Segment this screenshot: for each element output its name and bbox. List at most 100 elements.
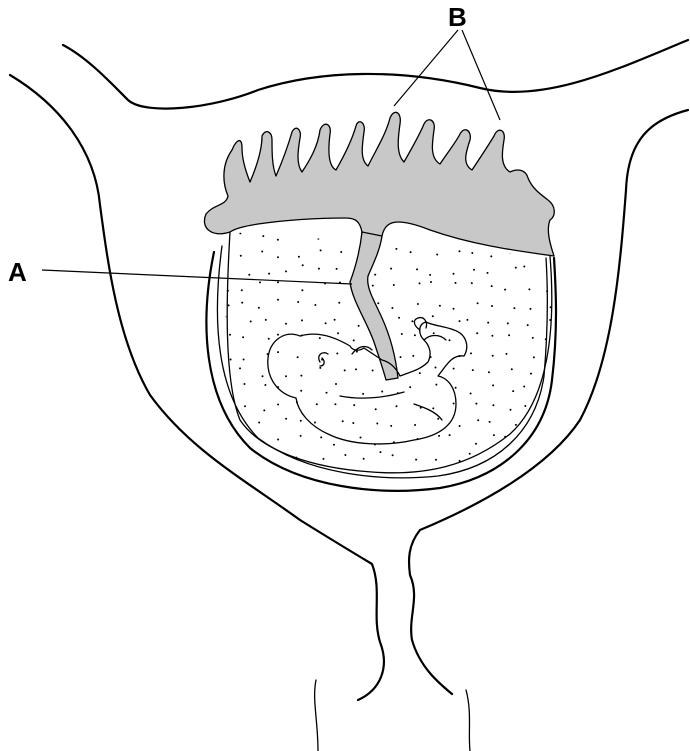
fluid-dot — [432, 315, 434, 317]
fluid-dot — [243, 359, 245, 361]
fluid-dot — [297, 301, 299, 303]
fluid-dot — [492, 384, 494, 386]
fluid-dot — [473, 269, 475, 271]
label-b-group: B — [394, 2, 500, 120]
fluid-dot — [277, 351, 279, 353]
fluid-dot — [240, 424, 242, 426]
fluid-dot — [546, 290, 548, 292]
fluid-dot — [320, 249, 322, 251]
fluid-dot — [506, 353, 508, 355]
fluid-dot — [228, 304, 230, 306]
fluid-dot — [277, 439, 279, 441]
fluid-dot — [510, 409, 512, 411]
fluid-dot — [469, 453, 471, 455]
fluid-dot — [277, 334, 279, 336]
fluid-dot — [259, 281, 261, 283]
fluid-dot — [528, 454, 530, 456]
fluid-dot — [222, 272, 224, 274]
fluid-dot — [219, 388, 221, 390]
fluid-dot — [533, 421, 535, 423]
fluid-dot — [258, 307, 260, 309]
fluid-dot — [435, 367, 437, 369]
fluid-dot — [411, 231, 413, 233]
fluid-dot — [358, 325, 360, 327]
fluid-dot — [245, 452, 247, 454]
fluid-dot — [300, 420, 302, 422]
fluid-dot — [391, 307, 393, 309]
fluid-dot — [453, 273, 455, 275]
fluid-dot — [523, 386, 525, 388]
fluid-dot — [285, 375, 287, 377]
fluid-dot — [393, 284, 395, 286]
fluid-dot — [449, 339, 451, 341]
fluid-dot — [466, 319, 468, 321]
fluid-dot — [372, 285, 374, 287]
fluid-dot — [355, 368, 357, 370]
fluid-dot — [546, 460, 548, 462]
fluid-dot — [532, 337, 534, 339]
fluid-dot — [340, 251, 342, 253]
fluid-dot — [277, 456, 279, 458]
fluid-dot — [302, 264, 304, 266]
fluid-dot — [230, 359, 232, 361]
fluid-dot — [376, 423, 378, 425]
fluid-dot — [491, 335, 493, 337]
fluid-dot — [523, 266, 525, 268]
fluid-dot — [527, 324, 529, 326]
fluid-dot — [411, 320, 413, 322]
fluid-dot — [459, 460, 461, 462]
fluid-dot — [352, 422, 354, 424]
fluid-dot — [507, 322, 509, 324]
fluid-dot — [336, 353, 338, 355]
fluid-dot — [341, 231, 343, 233]
fluid-dot — [317, 238, 319, 240]
fluid-dot — [342, 420, 344, 422]
fluid-dot — [325, 322, 327, 324]
fluid-dot — [476, 332, 478, 334]
fluid-dot — [455, 387, 457, 389]
fluid-dot — [412, 355, 414, 357]
fluid-dot — [240, 255, 242, 257]
fluid-dot — [262, 375, 264, 377]
label-a-group: A — [8, 257, 352, 287]
fluid-dot — [453, 403, 455, 405]
fluid-dot — [277, 404, 279, 406]
fluid-dot — [323, 458, 325, 460]
fluid-dot — [336, 268, 338, 270]
fluid-dot — [353, 404, 355, 406]
fluid-dot — [410, 251, 412, 253]
fluid-dot — [471, 252, 473, 254]
fluid-dot — [239, 232, 241, 234]
fluid-dot — [300, 435, 302, 437]
fluid-dot — [277, 256, 279, 258]
label-b-leader-right — [462, 30, 500, 120]
fluid-dot — [397, 235, 399, 237]
fluid-dot — [396, 405, 398, 407]
fluid-dot — [226, 370, 228, 372]
label-a: A — [8, 257, 27, 287]
fluid-dot — [438, 435, 440, 437]
label-b-leader-left — [394, 30, 458, 106]
fluid-dot — [508, 334, 510, 336]
fluid-dot — [301, 319, 303, 321]
fluid-dot — [358, 232, 360, 234]
fluid-dot — [509, 251, 511, 253]
fluid-dot — [455, 282, 457, 284]
fluid-dot — [285, 270, 287, 272]
fluid-dot — [477, 419, 479, 421]
fluid-dot — [548, 367, 550, 369]
fluid-dot — [363, 458, 365, 460]
fluid-dot — [475, 443, 477, 445]
fluid-dot — [380, 451, 382, 453]
fluid-dot — [319, 337, 321, 339]
fluid-dot — [414, 424, 416, 426]
fluid-dot — [390, 268, 392, 270]
fluid-dot — [530, 373, 532, 375]
fluid-dot — [268, 338, 270, 340]
fluid-dot — [472, 369, 474, 371]
fluid-dot — [533, 356, 535, 358]
fluid-dot — [353, 339, 355, 341]
fluid-dot — [409, 386, 411, 388]
fluid-dot — [487, 322, 489, 324]
